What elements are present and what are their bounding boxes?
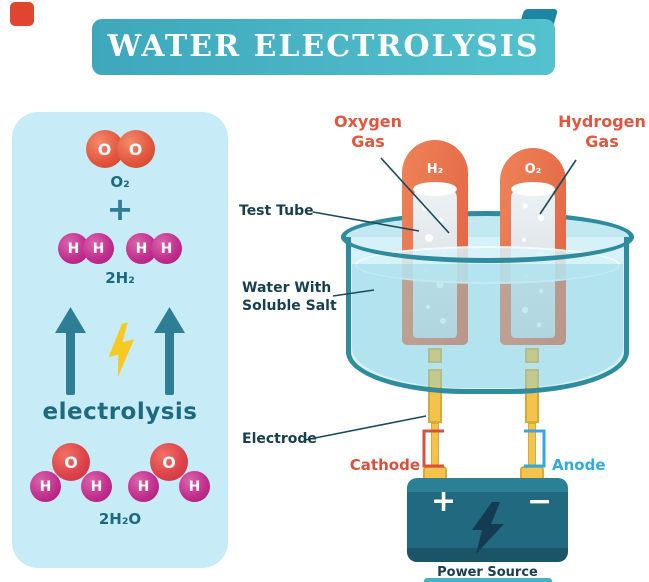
- bottom-accent: [424, 578, 552, 582]
- electrode-wire: [431, 423, 439, 469]
- power-source-label: Power Source: [437, 565, 538, 580]
- up-arrow-icon: [154, 307, 185, 395]
- corner-accent: [10, 2, 34, 26]
- lightning-icon: [108, 322, 135, 378]
- gas-pocket: [511, 182, 555, 196]
- hydrogen-molecule: H H: [126, 233, 182, 264]
- hydrogen-molecule: H H: [58, 233, 114, 264]
- water-molecule: O H H: [30, 443, 112, 505]
- oxygen-molecule: O O: [85, 130, 155, 168]
- gas-pocket: [413, 182, 457, 196]
- hydrogen-molecules: H H H H: [58, 233, 182, 264]
- oxygen-gas-label: Oxygen Gas: [333, 112, 403, 151]
- electrode-wire: [528, 423, 536, 469]
- tube-gas-label: O₂: [524, 162, 542, 177]
- hydrogen-atom: H: [151, 233, 182, 264]
- page-title: WATER ELECTROLYSIS: [92, 19, 555, 75]
- water-molecules: O H H O H H: [30, 443, 210, 505]
- reaction-arrows: [55, 307, 185, 395]
- plus-icon: +: [106, 190, 134, 228]
- hydrogen-atom: H: [81, 471, 112, 502]
- electrode-leader: [304, 415, 427, 441]
- hydrogen-gas-label: Hydrogen Gas: [558, 112, 646, 151]
- water-label: Water With Soluble Salt: [242, 280, 337, 314]
- hydrogen-atom: H: [128, 471, 159, 502]
- h2o-formula-label: 2H₂O: [98, 510, 142, 528]
- oxygen-atom: O: [150, 443, 188, 481]
- anode-label: Anode: [552, 456, 606, 474]
- o2-formula-label: O₂: [110, 173, 130, 191]
- test-tube-label: Test Tube: [239, 203, 314, 219]
- electrolysis-label: electrolysis: [42, 399, 198, 425]
- up-arrow-icon: [55, 307, 86, 395]
- battery-positive-terminal: +: [431, 484, 457, 519]
- beaker-glass-front: [346, 237, 629, 394]
- hydrogen-atom: H: [179, 471, 210, 502]
- oxygen-atom: O: [52, 443, 90, 481]
- battery: + −: [407, 478, 568, 562]
- oxygen-atom: O: [116, 130, 155, 168]
- h2-formula-label: 2H₂: [105, 269, 135, 287]
- hydrogen-atom: H: [30, 471, 61, 502]
- electrode-label: Electrode: [242, 431, 317, 447]
- water-molecule: O H H: [128, 443, 210, 505]
- tube-gas-label: H₂: [426, 162, 444, 177]
- hydrogen-atom: H: [83, 233, 114, 264]
- battery-negative-terminal: −: [527, 484, 553, 519]
- reaction-panel: O O O₂ + H H H H 2H₂: [12, 112, 228, 568]
- lightning-bolt-icon: [472, 502, 504, 554]
- cathode-label: Cathode: [349, 456, 420, 474]
